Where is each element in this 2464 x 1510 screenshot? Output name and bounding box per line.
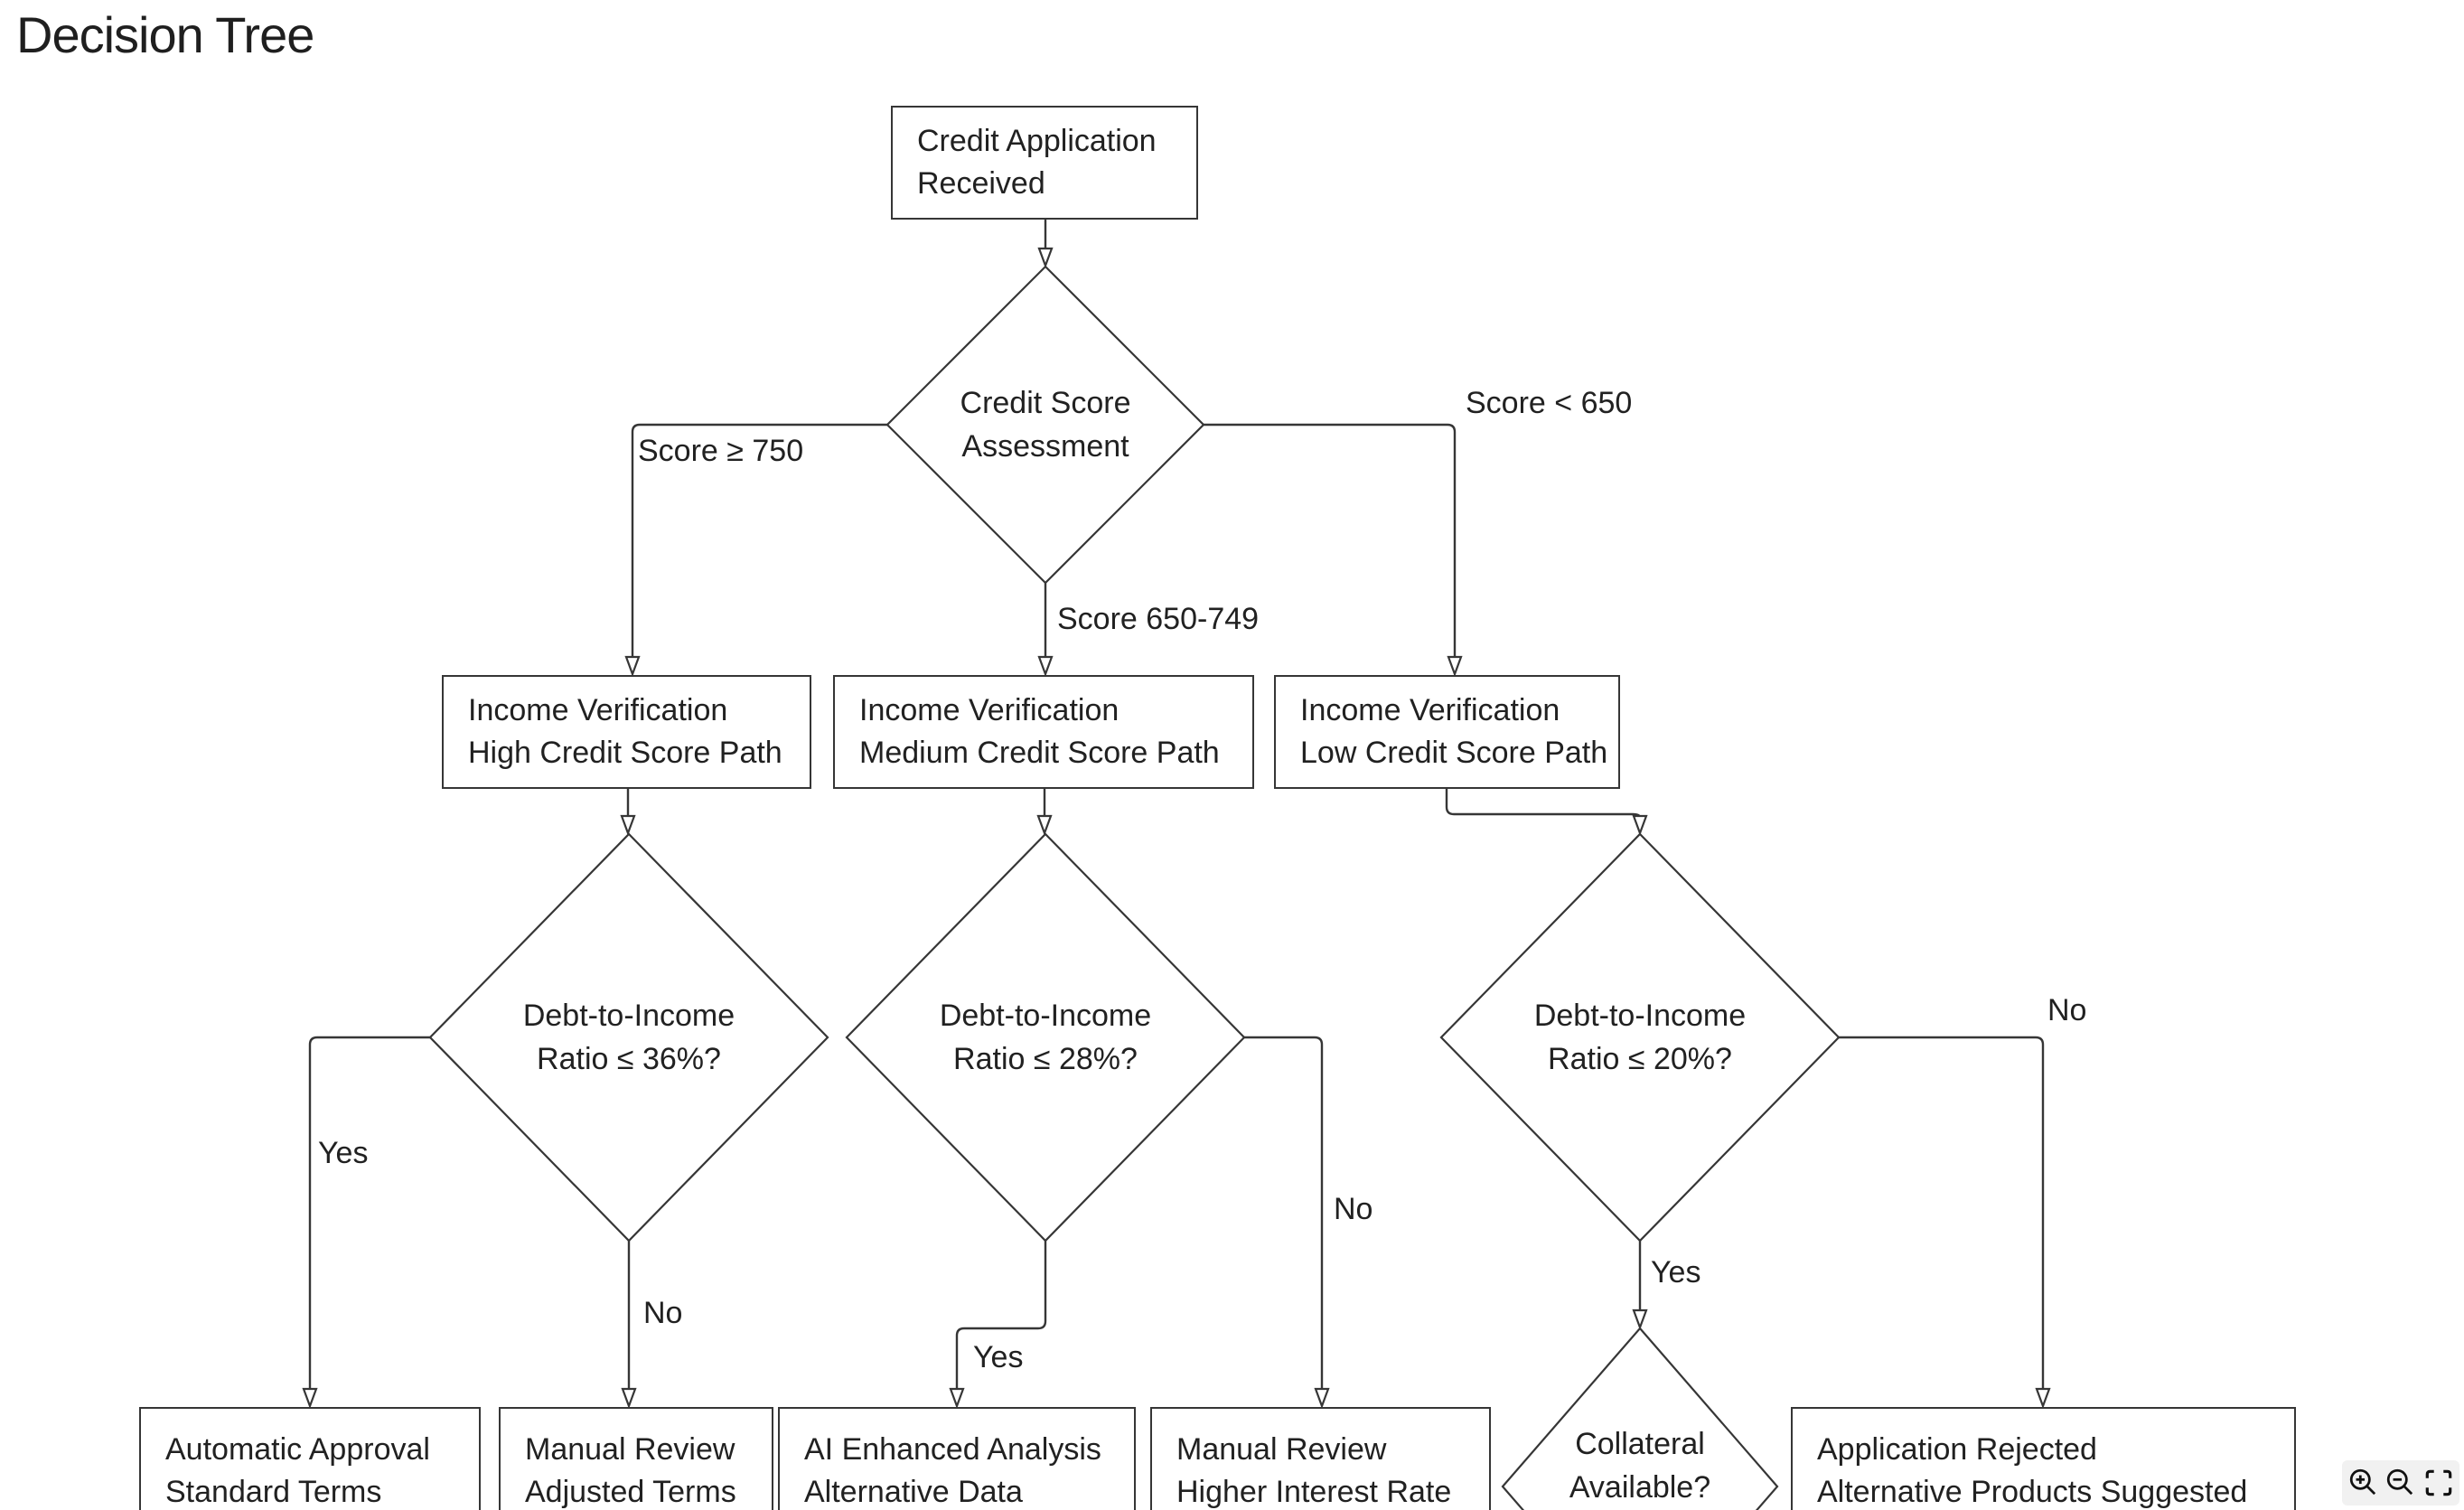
edge-label-yes-high: Yes [318, 1136, 369, 1170]
diamond-dti-28 [845, 832, 1246, 1243]
connector-dti28-yes [955, 1241, 1047, 1390]
node-line: Ratio ≤ 20%? [1548, 1042, 1732, 1076]
node-line: Low Credit Score Path [1300, 736, 1608, 770]
arrowhead [302, 1387, 318, 1410]
node-income-medium: Income Verification Medium Credit Score … [833, 675, 1254, 789]
node-line: Manual Review [525, 1432, 735, 1467]
zoom-in-button[interactable] [2347, 1467, 2380, 1499]
node-line: Automatic Approval [165, 1432, 430, 1467]
edge-label-score-mid: Score 650-749 [1057, 602, 1260, 636]
fullscreen-icon [2425, 1469, 2451, 1496]
connector-dti20-no [1839, 1036, 2045, 1390]
diamond-dti-36 [428, 832, 829, 1243]
label-collateral: Collateral Available? [1486, 1422, 1794, 1509]
connector-income-low-to-dti20 [1445, 789, 1642, 819]
node-line: Income Verification [1300, 693, 1560, 727]
node-line: Adjusted Terms [525, 1475, 736, 1509]
arrowhead [1632, 814, 1648, 837]
node-line: Alternative Products Suggested [1817, 1475, 2248, 1509]
zoom-out-icon [2386, 1468, 2413, 1496]
edge-label-score-high: Score ≥ 750 [638, 434, 804, 468]
arrowhead [621, 1387, 637, 1410]
node-rejected: Application Rejected Alternative Product… [1791, 1407, 2296, 1510]
edge-label-no-high: No [643, 1296, 683, 1330]
node-line: Standard Terms [165, 1475, 382, 1509]
node-credit-application: Credit Application Received [891, 106, 1198, 220]
node-line: Alternative Data [804, 1475, 1023, 1509]
node-line: Ratio ≤ 36%? [537, 1042, 721, 1076]
node-line: Available? [1569, 1470, 1711, 1505]
page-title: Decision Tree [16, 6, 314, 63]
arrowhead [1036, 814, 1053, 837]
arrowhead [624, 655, 641, 678]
connector-assessment-to-income-low [1204, 423, 1457, 658]
edge-label-no-mid: No [1334, 1192, 1373, 1226]
label-credit-score-assessment: Credit Score Assessment [892, 381, 1199, 468]
label-dti-28: Debt-to-Income Ratio ≤ 28%? [892, 994, 1199, 1081]
arrowhead [1037, 655, 1054, 678]
edge-label-no-low: No [2047, 993, 2087, 1027]
node-line: High Credit Score Path [468, 736, 782, 770]
diamond-dti-20 [1439, 832, 1841, 1243]
node-line: Higher Interest Rate [1176, 1475, 1452, 1509]
node-line: Debt-to-Income [1533, 999, 1747, 1033]
connector-assessment-to-income-high [631, 423, 887, 658]
edge-label-score-low: Score < 650 [1466, 386, 1633, 420]
node-line: Debt-to-Income [522, 999, 735, 1033]
fullscreen-button[interactable] [2422, 1467, 2455, 1499]
zoom-out-button[interactable] [2384, 1467, 2417, 1499]
connector-dti36-yes [308, 1036, 430, 1390]
arrowhead [2035, 1387, 2051, 1410]
node-line: Credit Application [917, 124, 1157, 158]
node-ai-enhanced: AI Enhanced Analysis Alternative Data [778, 1407, 1136, 1510]
arrowhead [1447, 655, 1463, 678]
node-line: Ratio ≤ 28%? [953, 1042, 1138, 1076]
edge-label-yes-mid: Yes [973, 1340, 1024, 1374]
node-line: Income Verification [468, 693, 728, 727]
diagram-toolbar [2342, 1460, 2459, 1505]
node-line: Collateral [1575, 1427, 1705, 1461]
node-line: Received [917, 166, 1045, 201]
node-line: Application Rejected [1817, 1432, 2097, 1467]
label-dti-20: Debt-to-Income Ratio ≤ 20%? [1486, 994, 1794, 1081]
diamond-credit-score-assessment [885, 265, 1205, 585]
node-income-high: Income Verification High Credit Score Pa… [442, 675, 811, 789]
node-line: Income Verification [859, 693, 1120, 727]
zoom-in-icon [2349, 1468, 2375, 1496]
node-line: Medium Credit Score Path [859, 736, 1220, 770]
arrowhead [1037, 247, 1054, 269]
node-line: Credit Score [960, 386, 1131, 420]
node-manual-higher: Manual Review Higher Interest Rate [1150, 1407, 1491, 1510]
arrowhead [1314, 1387, 1330, 1410]
diamond-collateral [1501, 1327, 1779, 1510]
node-line: Assessment [961, 429, 1129, 464]
node-line: AI Enhanced Analysis [804, 1432, 1101, 1467]
connector-dti28-no [1244, 1036, 1324, 1390]
node-line: Debt-to-Income [939, 999, 1152, 1033]
arrowhead [1632, 1308, 1648, 1331]
edge-label-yes-low: Yes [1651, 1255, 1701, 1290]
node-auto-approval: Automatic Approval Standard Terms [139, 1407, 481, 1510]
node-manual-adjusted: Manual Review Adjusted Terms [499, 1407, 773, 1510]
arrowhead [620, 814, 636, 837]
node-line: Manual Review [1176, 1432, 1387, 1467]
node-income-low: Income Verification Low Credit Score Pat… [1274, 675, 1620, 789]
arrowhead [949, 1387, 965, 1410]
label-dti-36: Debt-to-Income Ratio ≤ 36%? [475, 994, 782, 1081]
